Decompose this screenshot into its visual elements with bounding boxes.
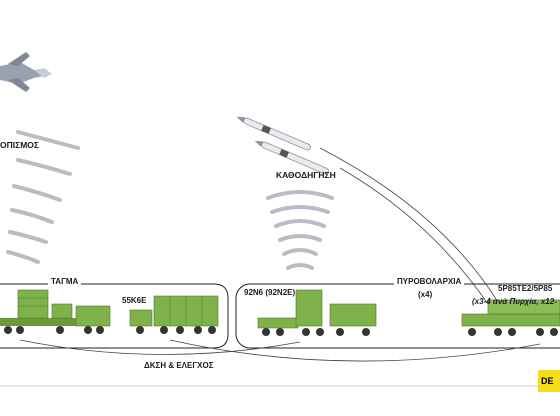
label-battery: ΠΥΡΟΒΟΛΑΡΧΙΑ	[394, 277, 465, 286]
label-command-vehicle: 55Κ6Ε	[122, 296, 147, 305]
launcher-truck-icon	[461, 299, 560, 336]
label-battalion: ΤΑΓΜΑ	[48, 277, 82, 286]
label-command-link: ΔΚΣΗ & ΕΛΕΓΧΟΣ	[144, 361, 214, 370]
label-launcher-count: (x3-4 ανά Πυρχία, x12-	[472, 297, 557, 306]
battalion-box	[0, 283, 229, 349]
label-battery-count: (x4)	[418, 290, 433, 299]
search-radar-waves	[6, 130, 80, 264]
label-launcher: 5P85TE2/5P85	[498, 284, 553, 293]
label-fire-control-radar: 92Ν6 (92Ν2Ε)	[244, 288, 296, 297]
missile-icon	[236, 116, 329, 175]
guidance-radar-waves	[266, 190, 334, 270]
fire-control-radar-truck-icon	[257, 289, 377, 336]
label-guidance: ΚΑΘΟΔΗΓΗΣΗ	[276, 170, 336, 180]
command-truck-icon	[129, 295, 219, 334]
search-radar-truck-icon	[0, 289, 111, 334]
command-link-arcs	[19, 339, 541, 362]
corner-badge: DE	[538, 370, 560, 392]
fighter-jet-icon	[0, 52, 52, 92]
label-radar-search: ΟΠΙΣΜΟΣ	[0, 140, 40, 150]
